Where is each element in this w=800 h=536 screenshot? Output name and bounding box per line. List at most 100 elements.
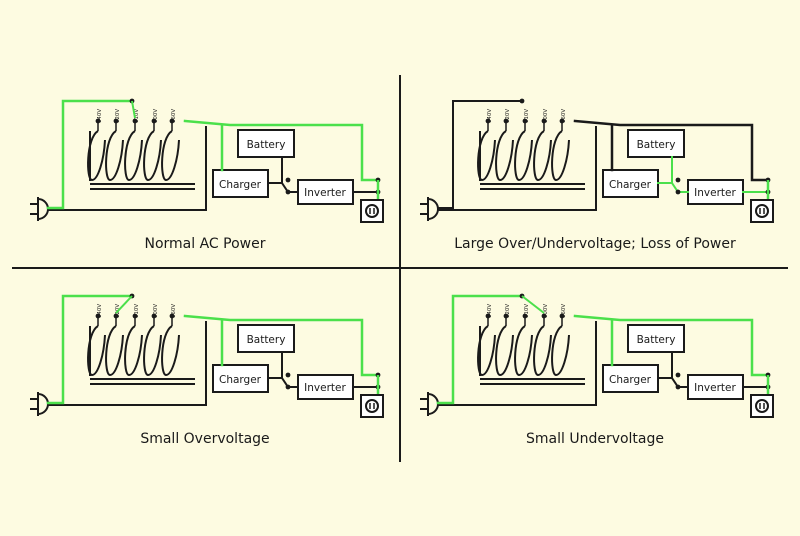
switch-contact-dot: [285, 189, 291, 195]
coil-loop: [533, 325, 552, 377]
coil-loop: [551, 130, 570, 182]
switch-contact-dot: [285, 177, 291, 183]
charger-box: [212, 169, 269, 198]
tap-contact-dot: [113, 118, 119, 124]
tap-selector-arm: [115, 295, 133, 314]
coil-loop: [551, 325, 570, 377]
tap-label-2: 110V: [524, 304, 530, 318]
coil-loop: [143, 325, 162, 377]
tap-contact-dot: [169, 313, 175, 319]
battery-box: [627, 129, 685, 158]
primary-return-wire: [47, 126, 207, 211]
secondary-output-wire: [183, 119, 380, 182]
tap-contact-dot: [503, 313, 509, 319]
tap-contact-dot: [151, 313, 157, 319]
tap-label-2: 110V: [134, 304, 140, 318]
coil-loop: [143, 130, 162, 182]
tap-contact-dot: [132, 118, 138, 124]
tap-label-3: 100V: [543, 109, 549, 123]
coil-loop: [124, 325, 143, 377]
inverter-label: Inverter: [694, 187, 736, 199]
secondary-output-wire: [183, 314, 380, 377]
tap-contact-dot: [485, 118, 491, 124]
inverter-box: [687, 179, 744, 205]
tap-contact-dot: [541, 313, 547, 319]
tap-contact-dot: [541, 118, 547, 124]
panel-over: 140V120V110V100V160VBatteryChargerInvert…: [30, 293, 384, 447]
tap-label-1: 120V: [505, 304, 511, 318]
charger-label: Charger: [609, 179, 652, 191]
outlet-icon: [360, 375, 384, 418]
battery-box: [237, 129, 295, 158]
coil-loop: [161, 325, 180, 377]
outlet-icon: [750, 375, 774, 418]
input-wire: [46, 99, 134, 210]
charger-label: Charger: [219, 374, 262, 386]
tap-label-3: 100V: [153, 304, 159, 318]
battery-label: Battery: [247, 139, 286, 151]
tap-label-4: 160V: [561, 304, 567, 318]
tap-label-0: 140V: [97, 304, 103, 318]
battery-box: [237, 324, 295, 353]
switch-contact-dot: [675, 189, 681, 195]
tap-contact-dot: [151, 118, 157, 124]
tap-label-1: 120V: [505, 109, 511, 123]
panel-caption: Small Overvoltage: [140, 431, 269, 447]
tap-label-2: 110V: [524, 109, 530, 123]
coil-loop: [514, 130, 533, 182]
tap-contact-dot: [503, 118, 509, 124]
switch-contact-dot: [285, 372, 291, 378]
charger-label: Charger: [609, 374, 652, 386]
switch-contact-dot: [675, 177, 681, 183]
input-wire: [436, 294, 524, 405]
tap-contact-dot: [522, 313, 528, 319]
tap-label-0: 140V: [487, 109, 493, 123]
primary-return-wire: [437, 321, 597, 406]
tap-label-1: 120V: [115, 109, 121, 123]
coil-loop: [161, 130, 180, 182]
tap-contact-dot: [169, 118, 175, 124]
battery-label: Battery: [637, 334, 676, 346]
primary-return-wire: [47, 321, 207, 406]
outlet-icon: [360, 180, 384, 223]
tap-contact-dot: [132, 313, 138, 319]
charger-box: [212, 364, 269, 393]
coil-loop: [124, 130, 143, 182]
tap-label-3: 100V: [153, 109, 159, 123]
secondary-output-wire: [573, 314, 770, 377]
coil-loop: [105, 325, 124, 377]
battery-box: [627, 324, 685, 353]
tap-label-4: 160V: [561, 109, 567, 123]
tap-contact-dot: [95, 118, 101, 124]
inverter-label: Inverter: [304, 187, 346, 199]
outlet-icon: [750, 180, 774, 223]
switch-contact-dot: [285, 384, 291, 390]
charger-box: [602, 169, 659, 198]
inverter-box: [297, 179, 354, 205]
tap-label-4: 160V: [171, 304, 177, 318]
charger-label: Charger: [219, 179, 262, 191]
switch-contact-dot: [675, 384, 681, 390]
tap-contact-dot: [522, 118, 528, 124]
tap-selector-arm: [521, 295, 545, 314]
battery-label: Battery: [247, 334, 286, 346]
inverter-box: [297, 374, 354, 400]
primary-return-wire: [437, 126, 597, 211]
tap-selector-arm: [131, 100, 136, 119]
coil-loop: [533, 130, 552, 182]
tap-contact-dot: [559, 313, 565, 319]
coil-loop: [514, 325, 533, 377]
coil-loop: [495, 130, 514, 182]
secondary-output-wire: [573, 119, 770, 182]
tap-label-0: 140V: [487, 304, 493, 318]
inverter-label: Inverter: [694, 382, 736, 394]
inverter-label: Inverter: [304, 382, 346, 394]
coil-loop: [105, 130, 124, 182]
selector-pivot-dot: [519, 98, 525, 104]
switch-contact-dot: [675, 372, 681, 378]
input-wire: [46, 294, 134, 405]
